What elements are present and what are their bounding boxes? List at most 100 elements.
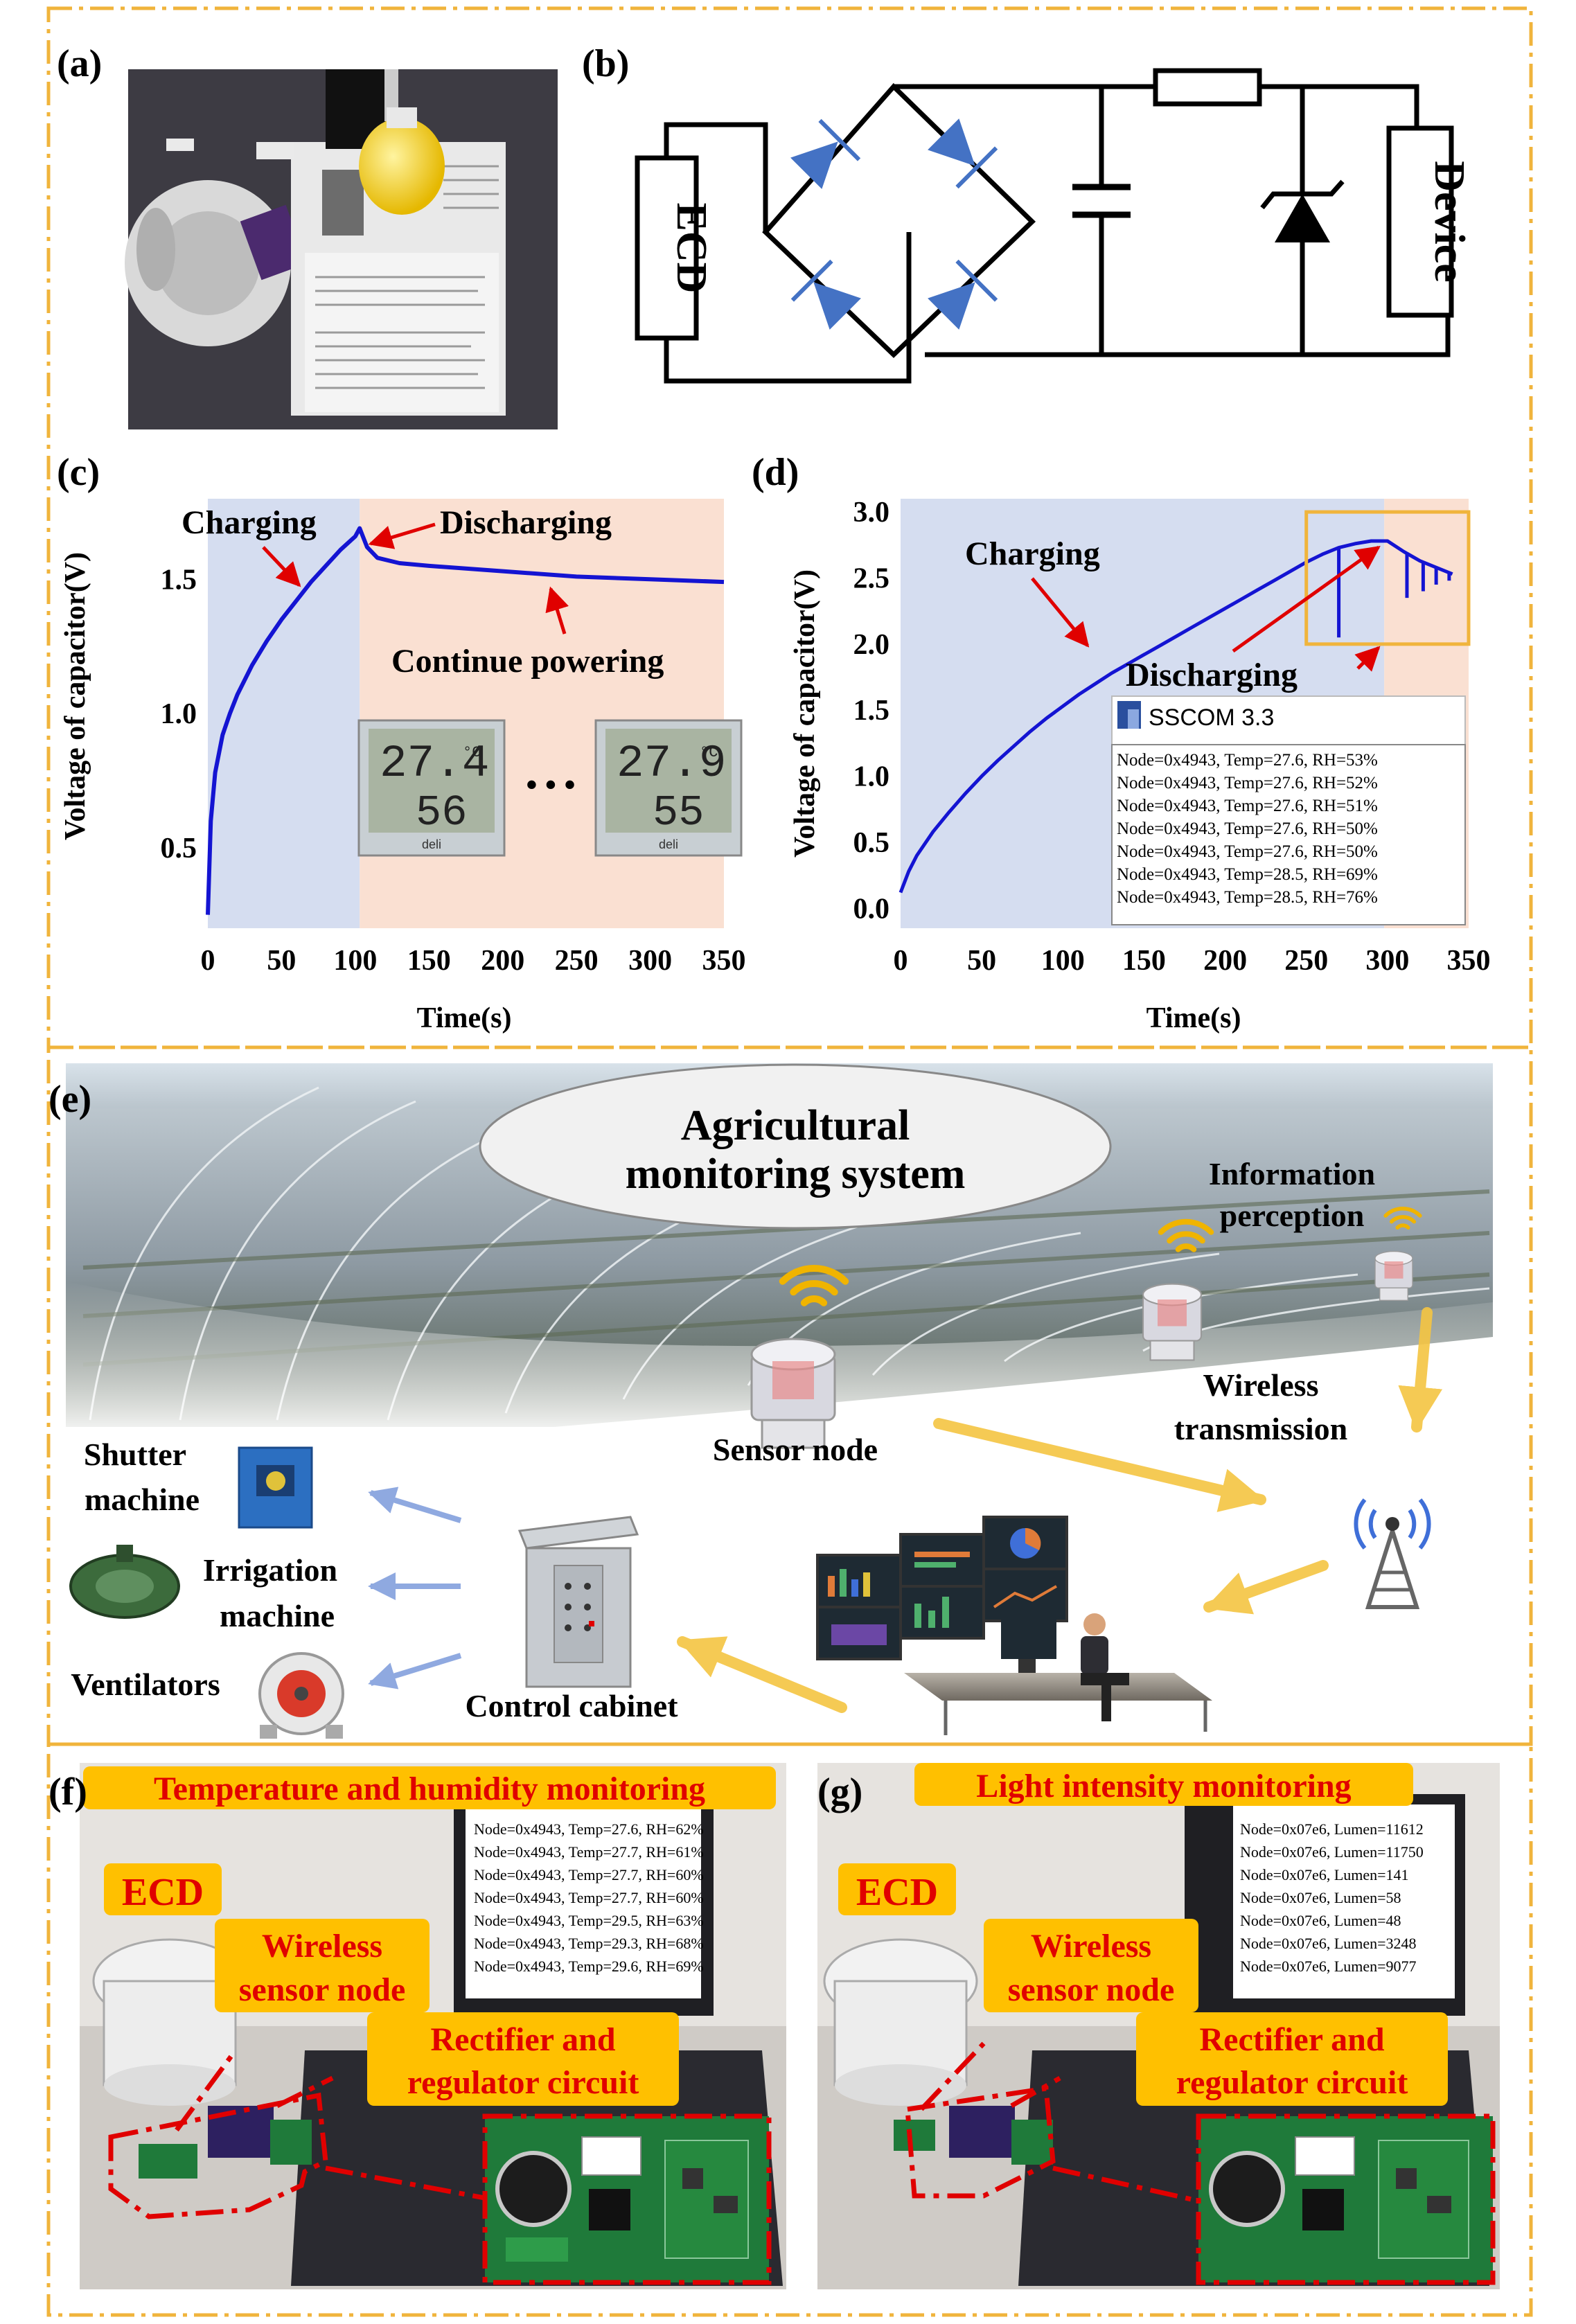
sscom-line: Node=0x4943, Temp=28.5, RH=69% [1117, 865, 1378, 884]
x-tick-label: 50 [267, 945, 296, 977]
sensor-node-icon [750, 1338, 836, 1449]
panel-label-g: (g) [817, 1771, 862, 1813]
irrigation-machine-line1: Irrigation [203, 1552, 337, 1588]
information-label-line1: Information [1209, 1156, 1375, 1191]
x-tick-label: 100 [333, 945, 377, 977]
system-title-line1: Agricultural [681, 1102, 910, 1149]
terminal-line: Node=0x07e6, Lumen=58 [1240, 1889, 1401, 1906]
x-tick-label: 0 [201, 945, 215, 977]
sensor-node-icons [750, 1250, 1413, 1449]
panel-label-b: (b) [582, 42, 629, 85]
x-tick-label: 300 [1365, 945, 1409, 977]
panel-g-ecd-label: ECD [856, 1871, 938, 1914]
panel-f-rectifier-line1: Rectifier and [430, 2021, 615, 2058]
y-tick-label: 0.0 [853, 893, 890, 925]
control-cabinet-label: Control cabinet [465, 1688, 678, 1723]
terminal-line: Node=0x07e6, Lumen=48 [1240, 1912, 1401, 1929]
chart-d-zoom-box [1304, 510, 1471, 646]
x-tick-label: 200 [1203, 945, 1247, 977]
wireless-transmission-line2: transmission [1174, 1411, 1347, 1446]
terminal-line: Node=0x4943, Temp=27.7, RH=61% [474, 1843, 704, 1861]
thermometer-left-hum: 56 [416, 788, 467, 837]
sscom-line: Node=0x4943, Temp=27.6, RH=53% [1117, 751, 1378, 770]
shutter-machine-icon [238, 1446, 313, 1529]
sscom-line: Node=0x4943, Temp=27.6, RH=50% [1117, 819, 1378, 838]
x-tick-label: 150 [407, 945, 451, 977]
panel-g-labels [838, 1763, 1448, 2106]
x-tick-label: 350 [1447, 945, 1491, 977]
y-tick-label: 0.5 [853, 827, 890, 859]
irrigation-machine-icon [69, 1545, 180, 1619]
outer-frame [46, 6, 1533, 2317]
terminal-line: Node=0x4943, Temp=27.6, RH=62% [474, 1820, 704, 1838]
sensor-node-icon [1374, 1250, 1413, 1301]
terminal-line: Node=0x4943, Temp=27.7, RH=60% [474, 1866, 704, 1883]
thermometer-right-temp: 27.9 [617, 738, 726, 790]
x-tick-label: 300 [628, 945, 672, 977]
system-title-line2: monitoring system [626, 1151, 966, 1198]
terminal-line: Node=0x07e6, Lumen=9077 [1240, 1958, 1417, 1975]
panel-a-photo [125, 69, 558, 429]
bridge-diodes [790, 118, 998, 330]
ventilator-icon [258, 1652, 344, 1739]
terminal-line: Node=0x07e6, Lumen=11750 [1240, 1843, 1424, 1861]
wireless-transmission-line1: Wireless [1203, 1367, 1319, 1403]
x-tick-label: 150 [1122, 945, 1166, 977]
chart-c-charging-label: Charging [181, 504, 317, 541]
control-arrows [368, 1487, 462, 1689]
y-tick-label: 1.0 [161, 698, 197, 730]
x-tick-label: 250 [555, 945, 599, 977]
monitoring-center-illustration [816, 1516, 1212, 1735]
system-title-ellipse [479, 1063, 1112, 1230]
thermometer-left-unit: °C [463, 744, 481, 761]
y-tick-label: 1.5 [161, 564, 197, 596]
chart-c-x-axis-label: Time(s) [417, 1002, 512, 1034]
sensor-node-label: Sensor node [713, 1432, 878, 1467]
x-tick-label: 100 [1041, 945, 1085, 977]
chart-c-series-line [206, 526, 725, 915]
panel-g-wireless-line2: sensor node [1008, 1971, 1175, 2008]
sscom-line: Node=0x4943, Temp=27.6, RH=50% [1117, 842, 1378, 861]
chart-c-discharging-label: Discharging [440, 504, 612, 541]
terminal-line: Node=0x4943, Temp=27.7, RH=60% [474, 1889, 704, 1906]
terminal-line: Node=0x4943, Temp=29.3, RH=68% [474, 1935, 704, 1952]
thermometer-left: 27.4 °C 56 deli [357, 719, 506, 857]
panel-label-f: (f) [48, 1771, 87, 1813]
x-tick-label: 250 [1284, 945, 1328, 977]
panel-f-terminal: Node=0x4943, Temp=27.6, RH=62% Node=0x494… [474, 1820, 704, 1975]
chart-d-charging-label: Charging [965, 535, 1100, 572]
chart-c-y-axis-label: Voltage of capacitor(V) [60, 552, 91, 840]
data-flow-arrows [677, 1307, 1443, 1713]
x-tick-label: 0 [894, 945, 908, 977]
thermometer-right-brand: deli [659, 837, 678, 851]
terminal-line: Node=0x07e6, Lumen=3248 [1240, 1935, 1417, 1952]
chart-c-ellipsis: • • • [526, 767, 575, 802]
panel-f-labels [83, 1766, 776, 2106]
panel-f-rectifier-line2: regulator circuit [407, 2064, 639, 2101]
panel-label-e: (e) [48, 1078, 91, 1121]
x-tick-label: 350 [702, 945, 746, 977]
terminal-line: Node=0x4943, Temp=29.5, RH=63% [474, 1912, 704, 1929]
shutter-machine-line1: Shutter [84, 1437, 186, 1472]
y-tick-label: 1.0 [853, 761, 890, 793]
panel-g-rectifier-line2: regulator circuit [1176, 2064, 1408, 2101]
panel-f-wireless-line1: Wireless [262, 1928, 382, 1964]
irrigation-machine-line2: machine [220, 1598, 335, 1633]
thermometer-left-temp: 27.4 [380, 738, 489, 790]
thermometer-left-brand: deli [422, 837, 441, 851]
panel-label-d: (d) [752, 451, 799, 494]
y-tick-label: 0.5 [161, 833, 197, 864]
chart-d-y-axis-label: Voltage of capacitor(V) [789, 569, 821, 858]
thermometer-right-hum: 55 [653, 788, 704, 837]
panel-f-wireless-line2: sensor node [239, 1971, 406, 2008]
signal-tower-icon [1354, 1498, 1431, 1609]
shutter-machine-line2: machine [85, 1482, 200, 1517]
terminal-line: Node=0x07e6, Lumen=141 [1240, 1866, 1409, 1883]
information-label-line2: perception [1220, 1198, 1365, 1233]
chart-d-series-line [898, 539, 1453, 894]
x-tick-label: 200 [481, 945, 524, 977]
panel-label-a: (a) [57, 42, 102, 85]
y-tick-label: 2.5 [853, 562, 890, 594]
